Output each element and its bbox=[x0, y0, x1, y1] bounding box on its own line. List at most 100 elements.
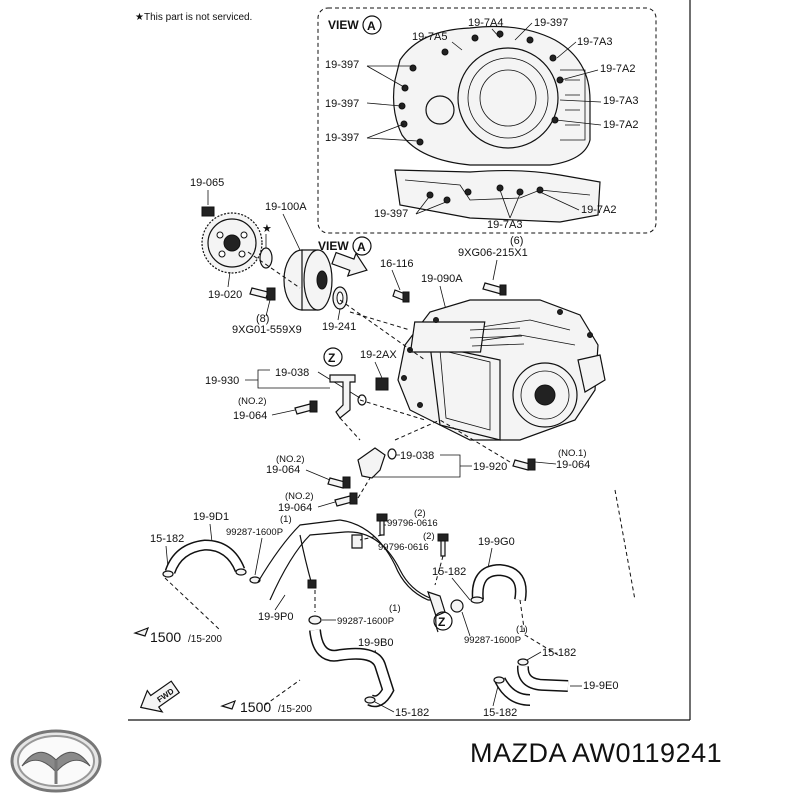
pipe-c bbox=[299, 534, 313, 586]
pipe-d bbox=[339, 519, 440, 601]
lower-plate-bolts bbox=[426, 184, 544, 204]
part-label: 19-100A bbox=[265, 201, 307, 213]
dash-leader bbox=[247, 251, 301, 289]
oring bbox=[357, 394, 367, 406]
pipe-fitting bbox=[357, 447, 386, 479]
view-a-label: 19-397 bbox=[325, 98, 359, 110]
part-label: 9XG01-559X9 bbox=[232, 324, 302, 336]
case-bore-core bbox=[479, 69, 537, 127]
part-label: 99796-0616 bbox=[378, 542, 429, 553]
part-label: 99287-1600P bbox=[226, 527, 283, 538]
view-a-label: 19-397 bbox=[534, 17, 568, 29]
fitting-19-2ax bbox=[375, 377, 389, 391]
view-a-label: 19-7A3 bbox=[603, 95, 638, 107]
part-label: 19-9P0 bbox=[258, 611, 293, 623]
case-ribs bbox=[565, 79, 580, 126]
view-a-leaders bbox=[366, 22, 602, 219]
part-label: 19-9G0 bbox=[478, 536, 515, 548]
pipe-b bbox=[269, 531, 431, 601]
part-label: 19-020 bbox=[208, 289, 242, 301]
view-a-marker: A bbox=[367, 19, 376, 33]
part-label: 19-064 bbox=[266, 464, 300, 476]
part-label: 16-116 bbox=[380, 258, 413, 270]
ref-hand-icon bbox=[220, 699, 237, 710]
clamp bbox=[235, 568, 247, 576]
view-a-label: 19-7A3 bbox=[577, 36, 612, 48]
part-label: 19-038 bbox=[400, 450, 434, 462]
part-label: 19-9B0 bbox=[358, 637, 393, 649]
case-front-face bbox=[429, 344, 501, 441]
dash-leader bbox=[357, 477, 371, 499]
part-label: 19-038 bbox=[275, 367, 309, 379]
drive-plate-group: 19-065 19-020 ★ (8) 9XG01-559X9 bbox=[190, 177, 302, 336]
z-marker-2: Z bbox=[438, 615, 445, 629]
dash-leader bbox=[614, 489, 636, 601]
case-bore-inner bbox=[467, 57, 549, 139]
z-marker: Z bbox=[328, 351, 335, 365]
reference-1500-a: 1500 /15-200 bbox=[133, 577, 222, 645]
view-callout-label: VIEW bbox=[318, 239, 349, 253]
part-label: 9XG06-215X1 bbox=[458, 247, 528, 259]
part-label: 19-065 bbox=[190, 177, 224, 189]
oil-pipe-middle: (NO.2) 19-064 19-038 19-920 (NO.1) 19-06… bbox=[266, 419, 590, 514]
part-qty: (2) bbox=[423, 531, 435, 542]
view-a-label: 19-7A2 bbox=[603, 119, 638, 131]
oring-2 bbox=[387, 448, 397, 460]
case-side-boss bbox=[577, 354, 606, 393]
part-label: 15-182 bbox=[483, 707, 517, 719]
bolt-9xg01-head bbox=[266, 287, 276, 301]
view-a-frame bbox=[317, 7, 657, 234]
bolt-9xg01 bbox=[249, 287, 269, 299]
view-a-label: 19-397 bbox=[325, 132, 359, 144]
clamp-right bbox=[450, 599, 464, 613]
case-front-inner bbox=[439, 349, 491, 431]
ref-main: 1500 bbox=[240, 699, 271, 715]
part-note: (NO.1) bbox=[558, 448, 587, 459]
part-label: 99287-1600P bbox=[337, 616, 394, 627]
dash-leader bbox=[359, 534, 383, 541]
part-qty: (1) bbox=[516, 624, 528, 635]
pipe-clip bbox=[351, 534, 363, 549]
dash-leader bbox=[339, 299, 426, 361]
lower-plate-edge bbox=[404, 179, 591, 201]
part-label: 19-930 bbox=[205, 375, 239, 387]
view-a-label: 19-7A3 bbox=[487, 219, 522, 231]
view-a-label: 19-7A4 bbox=[468, 17, 503, 29]
part-qty: (1) bbox=[280, 514, 292, 525]
clamp bbox=[162, 570, 174, 578]
case-bolts bbox=[398, 30, 564, 146]
dash-leader bbox=[519, 599, 559, 656]
view-a-inset: VIEW A 19-7A4 19-397 19-7A5 bbox=[317, 7, 657, 234]
dash-leader bbox=[359, 399, 426, 421]
transmission-group: 16-116 19-090A (6) 9XG06-215X1 bbox=[247, 235, 606, 441]
part-note: (NO.2) bbox=[276, 454, 305, 465]
view-a-callout: VIEW A bbox=[318, 236, 372, 277]
ref-hand-icon bbox=[133, 626, 150, 637]
view-a-marker-circle bbox=[362, 15, 382, 35]
part-label: 99796-0616 bbox=[387, 518, 438, 529]
reference-1500-b: 1500 /15-200 bbox=[220, 679, 312, 715]
view-a-label: 19-7A5 bbox=[412, 31, 447, 43]
pipe-a bbox=[257, 519, 341, 583]
fwd-arrow: FWD bbox=[139, 680, 181, 713]
part-label: 19-9D1 bbox=[193, 511, 229, 523]
converter-hub bbox=[316, 270, 328, 290]
view-a-label: 19-7A2 bbox=[581, 204, 616, 216]
oil-pipe-upper: Z 19-2AX 19-038 19-930 (NO.2) 19-064 bbox=[205, 347, 441, 441]
oil-hoses-lower: 19-9D1 15-182 (1) 99287-1600P 19-9P0 (2)… bbox=[150, 489, 636, 719]
dash-leader bbox=[264, 679, 301, 706]
view-a-label: 19-7A2 bbox=[600, 63, 635, 75]
drive-plate-hub bbox=[223, 234, 241, 252]
part-qty: (1) bbox=[389, 603, 401, 614]
star-part bbox=[259, 247, 273, 269]
mazda-logo bbox=[10, 729, 102, 793]
lower-plate bbox=[394, 169, 601, 223]
part-note: (NO.2) bbox=[238, 396, 267, 407]
part-number-caption: MAZDA AW0119241 bbox=[470, 738, 723, 768]
dash-leader bbox=[434, 555, 444, 586]
dash-leader bbox=[339, 417, 361, 441]
part-label: 15-182 bbox=[432, 566, 466, 578]
part-label: 19-2AX bbox=[360, 349, 397, 361]
ref-sub: /15-200 bbox=[278, 704, 312, 715]
